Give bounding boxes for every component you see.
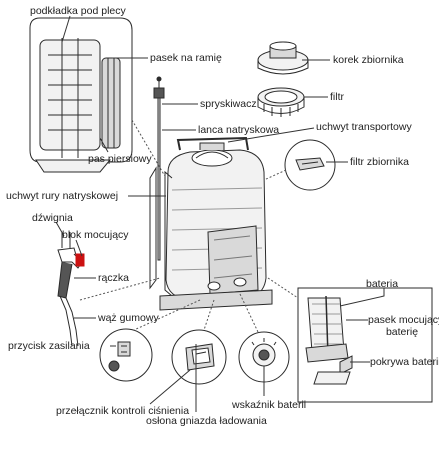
label-handle: rączka: [98, 272, 129, 284]
label-locking-block: blok mocujący: [62, 229, 129, 241]
leader-blok: [75, 239, 83, 257]
label-lever: dźwignia: [32, 212, 73, 224]
filter-ring: [257, 87, 305, 117]
label-tank-filter: filtr zbiornika: [350, 156, 409, 168]
tank-body: [149, 142, 273, 311]
dashed-to-gun: [79, 277, 161, 301]
label-back-pad: podkładka pod plecy: [30, 5, 126, 17]
back-pad-inset: [29, 17, 133, 173]
label-shoulder-strap: pasek na ramię: [150, 52, 222, 64]
label-spray-lance: lanca natryskowa: [198, 124, 280, 136]
label-tank-cap: korek zbiornika: [333, 54, 404, 66]
dashed-to-filter: [263, 169, 287, 181]
label-battery-strap-line2: baterię: [385, 326, 419, 338]
dashed-to-back-pad: [131, 119, 167, 179]
leader-bateria: [339, 288, 385, 307]
label-battery-cover: pokrywa baterii: [370, 356, 439, 368]
label-rubber-hose: wąż gumowy: [98, 312, 159, 324]
tank-cap: [257, 41, 309, 75]
dashed-to-power: [133, 299, 201, 331]
label-battery-strap-line1: pasek mocujący: [368, 314, 439, 326]
label-pressure-switch: przełącznik kontroli ciśnienia: [56, 405, 190, 417]
battery-inset: [297, 287, 433, 403]
label-battery: bateria: [366, 278, 399, 290]
label-filter: filtr: [330, 91, 344, 103]
leader-podkladka: [61, 15, 71, 43]
label-lance-holder: uchwyt rury natryskowej: [6, 190, 119, 202]
leader-uchwyt-transportowy: [227, 127, 315, 143]
spray-lance: [153, 76, 165, 261]
label-battery-indicator: wskaźnik baterii: [232, 399, 307, 411]
carry-handle: [176, 136, 249, 151]
leader-pas-piersiowy: [99, 137, 109, 153]
trigger-gun: [57, 232, 85, 347]
pressure-switch-inset: [171, 329, 227, 385]
label-power-button: przycisk zasilania: [8, 340, 90, 352]
tank-filter-inset: [284, 139, 336, 191]
label-chest-strap: pas piersiowy: [88, 153, 152, 165]
label-carry-handle: uchwyt transportowy: [316, 121, 412, 133]
dashed-to-pressure: [203, 299, 215, 331]
power-button-inset: [99, 328, 153, 382]
leader-dzwignia: [55, 221, 65, 237]
dashed-to-indicator: [239, 293, 259, 333]
label-charging-cover: osłona gniazda ładowania: [146, 415, 267, 427]
label-sprayer-nozzle: spryskiwacz: [200, 98, 257, 110]
leader-przelacznik: [149, 369, 191, 405]
